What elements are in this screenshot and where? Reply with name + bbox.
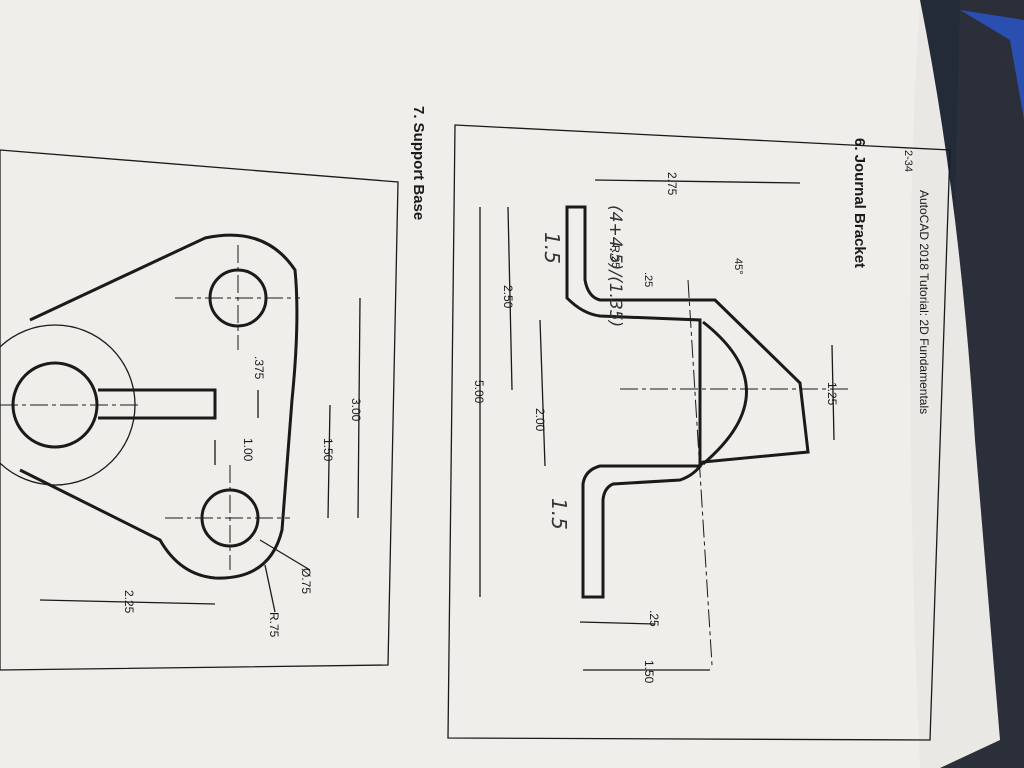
handwritten-right-note: 1.5 [547,498,571,530]
exercise-7-frame [0,149,399,671]
dim7-offset: 2.25 [122,590,136,614]
page-shading [0,0,920,768]
dim-height: 2.75 [665,172,679,196]
support-base-outline [19,233,299,580]
handwritten-formula: (4+4.5)/(1.35) [605,205,625,327]
blue-object [960,10,1024,120]
dim-fillet-gap: .25 [642,272,654,287]
exercise-7-title: 7. Support Base [410,106,427,220]
dim-base-height: 1.50 [642,660,656,684]
dim7-overall-height: 3.00 [349,398,363,422]
dim-line-slot [539,319,546,467]
dim7-leader-radius [264,564,276,613]
dim-inner-width: 2.50 [501,285,515,309]
dim7-leader-diameter [259,539,311,571]
dim7-slot-width: .375 [252,356,266,380]
dim7-line-offset [39,599,216,605]
dim-fillet-radius: R.25 [609,245,621,268]
dim7-corner-radius: R.75 [267,612,281,638]
dim-line-inner [507,206,513,391]
dim7-slot-length: 1.00 [241,438,255,462]
dim7-hole-spacing: 1.50 [321,438,335,462]
exercise-6-frame [447,124,951,741]
dim-angle: 45° [732,258,744,275]
dim-slot-width: 2.00 [533,408,547,432]
page-number: 2-34 [902,150,914,172]
dim-line-top [831,344,835,441]
running-title: AutoCAD 2018 Tutorial: 2D Fundamentals [917,190,931,414]
dim-top-width: 1.25 [825,382,839,406]
centerline-vertical [687,279,713,666]
dim-overall-width: 5.00 [472,380,486,404]
exercise-6-title: 6. Journal Bracket [851,138,868,268]
dim-base-thickness: .25 [647,610,661,627]
bracket-arc [702,320,748,466]
handwritten-left-note: 1.5 [540,232,564,264]
dim7-line-spacing [327,404,331,519]
dim7-hole-diameter: Ø.75 [299,568,313,594]
journal-bracket-outline [565,205,810,599]
dim-line-height [594,179,801,184]
dim7-line-overall [357,297,361,519]
slot [98,388,217,420]
dim-line-thickness [579,621,656,625]
